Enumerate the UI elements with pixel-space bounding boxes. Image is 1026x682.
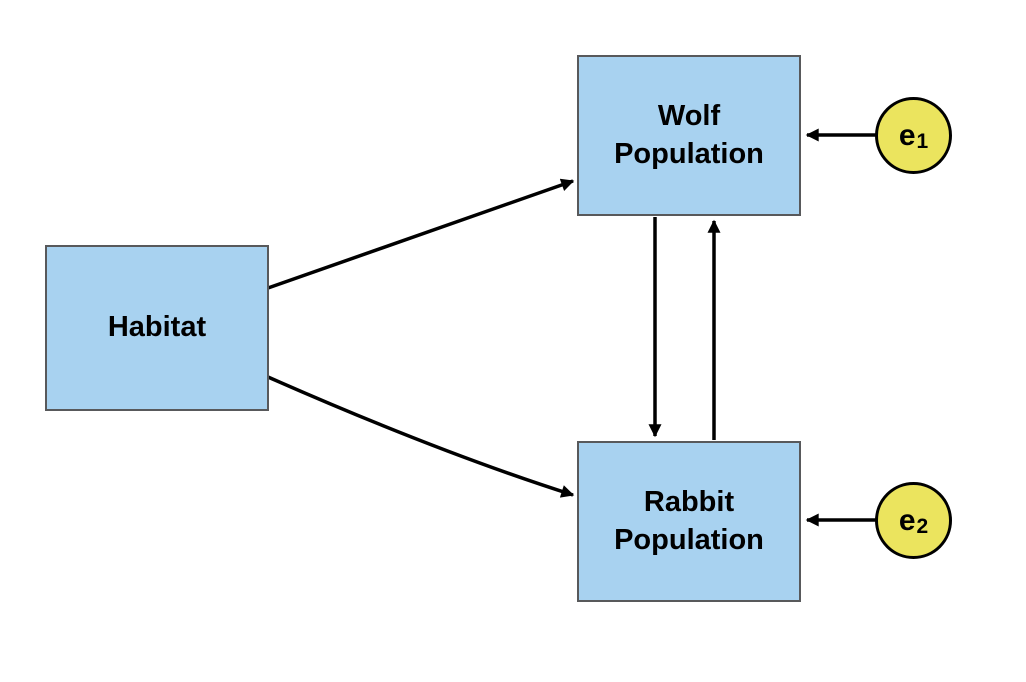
node-wolf-label-line1: Wolf <box>657 100 721 133</box>
node-habitat: Habitat <box>45 245 269 411</box>
node-wolf-population: Wolf Population <box>577 55 801 216</box>
node-wolf-label-line2: Population <box>614 137 764 170</box>
e1-label-subscript: 1 <box>916 129 929 153</box>
node-rabbit-population: Rabbit Population <box>577 441 801 602</box>
e1-label-base: e <box>898 118 916 152</box>
edge-habitat-to-wolf <box>267 178 575 290</box>
node-habitat-label: Habitat <box>107 311 207 344</box>
node-rabbit-label-line1: Rabbit <box>643 486 735 519</box>
e2-label-subscript: 2 <box>916 514 929 538</box>
edge-habitat-to-rabbit <box>267 375 575 498</box>
e2-label-base: e <box>898 503 916 537</box>
node-rabbit-label-line2: Population <box>614 523 764 556</box>
